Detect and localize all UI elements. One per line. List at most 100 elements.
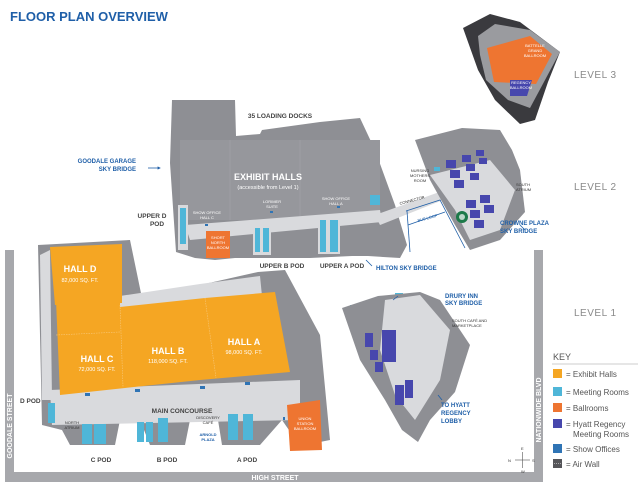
upper-a-pod-label: UPPER A POD (320, 263, 365, 270)
hall-a-label: HALL A (228, 337, 261, 347)
exhibit-halls-label: EXHIBIT HALLS (234, 172, 302, 182)
legend-item: = Show Offices (566, 445, 620, 454)
main-concourse-label: MAIN CONCOURSE (152, 408, 213, 415)
label: REGENCY (511, 80, 531, 85)
bus-loop-path (405, 199, 466, 249)
drury-inn-label: DRURY INN (445, 294, 478, 300)
swatch-ballrooms (553, 403, 562, 412)
label: BATTELLE (525, 43, 545, 48)
label: ROOM (414, 178, 426, 183)
connector-label: CONNECTOR (399, 194, 425, 206)
hall-b-label: HALL B (152, 346, 185, 356)
compass-icon: N S E W (508, 446, 535, 474)
compass-s: S (532, 458, 535, 463)
legend-title: KEY (553, 352, 571, 362)
crowne-plaza-label: SKY BRIDGE (500, 229, 537, 235)
hall-d-label: HALL D (64, 264, 97, 274)
swatch-air-wall (553, 459, 562, 468)
label: UNION (299, 416, 312, 421)
goodale-garage-label: SKY BRIDGE (99, 167, 136, 173)
label: ARNOLD (199, 432, 216, 437)
to-hyatt-label: TO HYATT (441, 403, 470, 409)
d-pod-label: D POD (20, 398, 41, 405)
label: STATION (297, 421, 314, 426)
label: NURSING (411, 168, 429, 173)
hall-d-size: 82,000 SQ. FT. (62, 278, 99, 284)
label: BALLROOM (524, 53, 546, 58)
halls-a-b-c (56, 292, 290, 395)
label: BALLROOM (294, 426, 316, 431)
legend-item: Meeting Rooms (573, 430, 629, 439)
label: MARKETPLACE (452, 323, 482, 328)
level-3-label: LEVEL 3 (574, 70, 617, 81)
legend-item: = Meeting Rooms (566, 388, 629, 397)
label: HALL C (200, 215, 214, 220)
upper-d-pod-label: POD (150, 221, 164, 228)
label: HALL A (329, 201, 343, 206)
hall-d (50, 244, 122, 305)
to-hyatt-label: LOBBY (441, 419, 462, 425)
legend-item: = Hyatt Regency (566, 420, 625, 429)
legend-item: = Air Wall (566, 460, 600, 469)
label: BALLROOM (207, 245, 229, 250)
label: NORTH (211, 240, 225, 245)
high-street-label: HIGH STREET (251, 475, 299, 482)
legend-item: = Exhibit Halls (566, 370, 617, 379)
nationwide-blvd-label: NATIONWIDE BLVD (536, 377, 543, 442)
label: DISCOVERY (196, 415, 220, 420)
hyatt-meeting-rooms-level1 (365, 330, 413, 405)
label: BALLROOM (510, 85, 532, 90)
label: SHOW OFFICE (193, 210, 222, 215)
label: ATRIUM (64, 425, 79, 430)
swatch-show-offices (553, 444, 562, 453)
swatch-exhibit-halls (553, 369, 562, 378)
goodale-street (5, 250, 14, 472)
swatch-meeting-rooms (553, 387, 562, 396)
goodale-street-label: GOODALE STREET (7, 393, 14, 459)
exhibit-halls-note: (accessible from Level 1) (237, 185, 298, 191)
battelle-grand-ballroom (487, 36, 552, 84)
legend: KEY = Exhibit Halls = Meeting Rooms = Ba… (552, 352, 638, 469)
hall-c-size: 72,000 SQ. FT. (79, 367, 116, 373)
goodale-garage-label: GOODALE GARAGE (78, 159, 136, 165)
compass-e: E (521, 446, 524, 451)
to-hyatt-label: REGENCY (441, 411, 471, 417)
label: SOUTH (516, 182, 530, 187)
regency-ballroom (510, 80, 532, 96)
label: CAFÉ (203, 420, 214, 425)
compass-w: W (521, 469, 525, 474)
label: NORTH (65, 420, 79, 425)
crowne-plaza-label: CROWNE PLAZA (500, 221, 550, 227)
hilton-sky-bridge-label: HILTON SKY BRIDGE (376, 266, 437, 272)
drury-inn-label: SKY BRIDGE (445, 301, 482, 307)
level-2-plan (148, 100, 526, 267)
label: SUITE (266, 204, 278, 209)
high-street (5, 472, 543, 482)
level-1-label: LEVEL 1 (574, 308, 617, 319)
upper-b-pod-label: UPPER B POD (260, 263, 305, 270)
loading-docks-label: 35 LOADING DOCKS (248, 113, 313, 120)
label: LORIMER (263, 199, 281, 204)
label: PLAZA (201, 437, 214, 442)
legend-item: = Ballrooms (566, 404, 608, 413)
bus-loop-label: BUS LOOP (417, 213, 438, 223)
a-pod-label: A POD (237, 457, 258, 464)
upper-d-pod-label: UPPER D (138, 213, 167, 220)
hyatt-meeting-rooms-level2 (446, 150, 494, 228)
compass-n: N (508, 458, 511, 463)
label: SOUTH CAFÉ AND (452, 318, 487, 323)
hall-c-label: HALL C (81, 354, 114, 364)
swatch-hyatt (553, 419, 562, 428)
hall-a-size: 98,000 SQ. FT. (226, 350, 263, 356)
nationwide-blvd (534, 250, 543, 472)
label: ATRIUM (516, 187, 531, 192)
page-title: FLOOR PLAN OVERVIEW (10, 9, 169, 24)
label: GRAND (528, 48, 543, 53)
label: SHOW OFFICE (322, 196, 351, 201)
label: SHORT (211, 235, 225, 240)
level-2-label: LEVEL 2 (574, 182, 617, 193)
c-pod-label: C POD (91, 457, 112, 464)
hall-b-size: 118,000 SQ. FT. (148, 359, 188, 365)
label: MOTHERS (410, 173, 430, 178)
